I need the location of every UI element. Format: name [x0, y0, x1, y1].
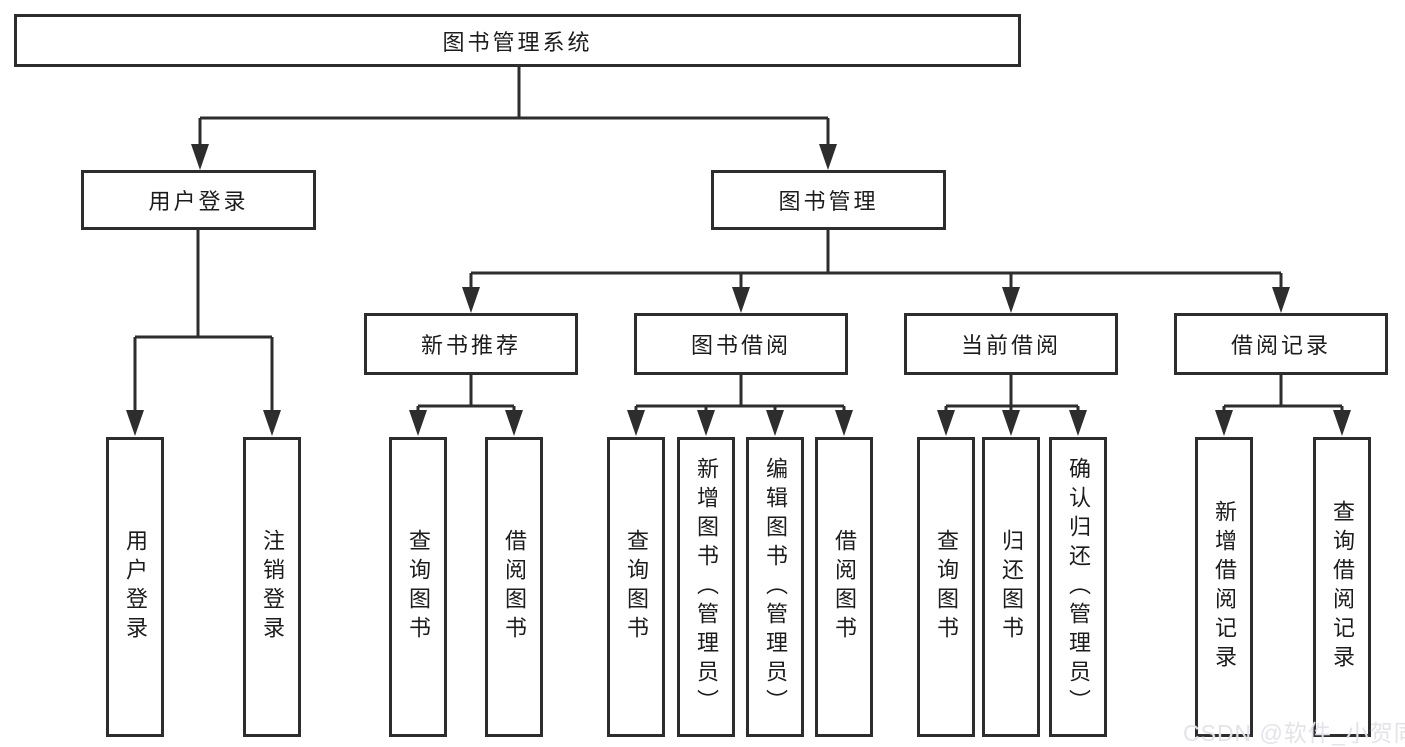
node-book-management: 图书管理: [711, 170, 946, 230]
node-current-borrowing: 当前借阅: [904, 313, 1118, 375]
csdn-watermark: CSDN @软件_小贺同学: [1183, 720, 1405, 746]
arrow-down-icon: [462, 287, 480, 313]
leaf-add-books-admin: 新增图书（管理员）: [677, 437, 735, 737]
node-new-book-recommend: 新书推荐: [364, 313, 578, 375]
connector-root-to-level2: [198, 67, 830, 146]
node-borrowing-records: 借阅记录: [1174, 313, 1388, 375]
arrow-down-icon: [1215, 410, 1233, 436]
arrow-down-icon: [1002, 287, 1020, 313]
arrow-down-icon: [505, 410, 523, 436]
arrow-down-icon: [191, 144, 209, 170]
arrow-down-icon: [263, 410, 281, 436]
leaf-return-books: 归还图书: [982, 437, 1040, 737]
connector-bookmgmt-to-level3: [469, 230, 1283, 289]
node-book-borrowing: 图书借阅: [634, 313, 848, 375]
connector-bookborrow-to-leaves: [634, 375, 846, 412]
node-user-login: 用户登录: [81, 170, 316, 230]
arrow-down-icon: [1333, 410, 1351, 436]
arrow-down-icon: [1002, 410, 1020, 436]
leaf-logout: 注销登录: [243, 437, 301, 737]
arrowheads: [126, 144, 1351, 436]
leaf-query-books-borrowing: 查询图书: [607, 437, 665, 737]
leaf-borrow-books: 借阅图书: [815, 437, 873, 737]
arrow-down-icon: [126, 410, 144, 436]
arrow-down-icon: [819, 144, 837, 170]
connector-userlogin-to-leaves: [133, 230, 274, 412]
arrow-down-icon: [835, 410, 853, 436]
leaf-query-books-current: 查询图书: [917, 437, 975, 737]
arrow-down-icon: [766, 410, 784, 436]
arrow-down-icon: [937, 410, 955, 436]
arrow-down-icon: [697, 410, 715, 436]
leaf-borrow-books-recommend: 借阅图书: [485, 437, 543, 737]
leaf-confirm-return-admin: 确认归还（管理员）: [1049, 437, 1107, 737]
arrow-down-icon: [1272, 287, 1290, 313]
arrow-down-icon: [1069, 410, 1087, 436]
arrow-down-icon: [732, 287, 750, 313]
connector-records-to-leaves: [1222, 375, 1344, 412]
leaf-edit-books-admin: 编辑图书（管理员）: [746, 437, 804, 737]
node-root: 图书管理系统: [14, 14, 1021, 67]
connector-currentborrow-to-leaves: [944, 375, 1080, 412]
leaf-user-login: 用户登录: [106, 437, 164, 737]
arrow-down-icon: [627, 410, 645, 436]
connector-newbook-to-leaves: [416, 375, 516, 412]
leaf-add-borrow-record: 新增借阅记录: [1195, 437, 1253, 737]
arrow-down-icon: [409, 410, 427, 436]
leaf-query-books-recommend: 查询图书: [389, 437, 447, 737]
leaf-query-borrow-record: 查询借阅记录: [1313, 437, 1371, 737]
